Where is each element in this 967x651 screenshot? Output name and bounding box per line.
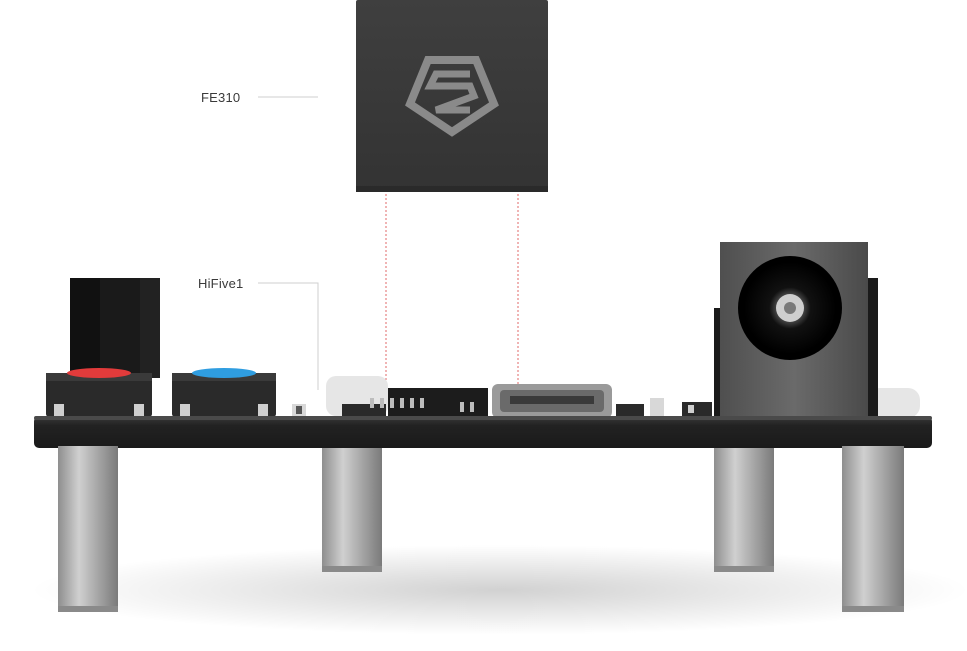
sifive-logo-icon — [405, 56, 499, 137]
pcb-board — [34, 416, 932, 448]
fe310-label: FE310 — [201, 90, 241, 105]
floor-shadow — [30, 545, 967, 635]
header-block — [70, 278, 160, 378]
chip-guide-lines — [385, 194, 519, 392]
standoff-front-right — [842, 446, 904, 612]
standoff-back-left — [322, 440, 382, 572]
fe310-chip — [356, 0, 548, 192]
smd-components — [292, 376, 920, 418]
wake-button-blue — [172, 368, 276, 418]
standoff-front-left — [58, 446, 118, 612]
callout-lines — [258, 96, 319, 390]
barrel-jack — [714, 242, 878, 420]
reset-button-red — [46, 368, 152, 418]
hifive1-label: HiFive1 — [198, 276, 244, 291]
standoff-back-right — [714, 440, 774, 572]
